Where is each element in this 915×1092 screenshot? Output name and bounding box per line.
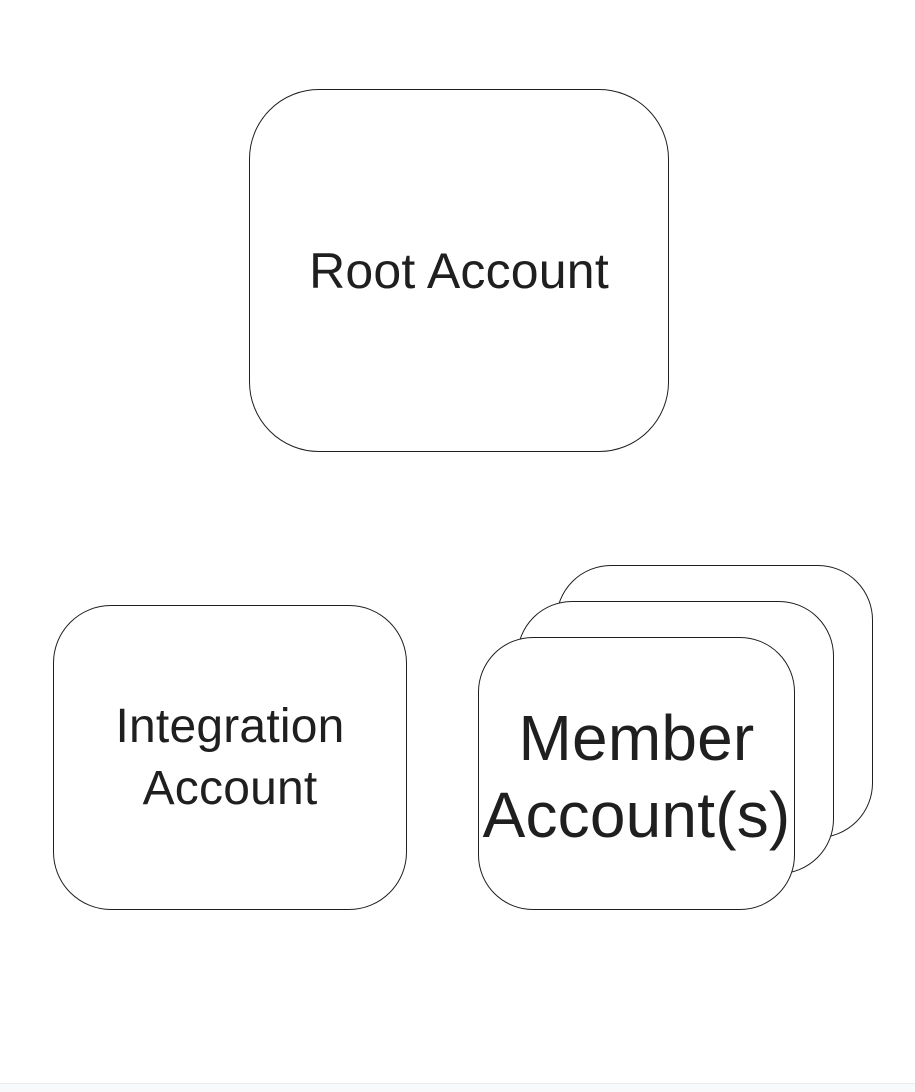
node-integration-account: Integration Account: [53, 605, 407, 910]
member-accounts-label: Member Account(s): [482, 701, 791, 851]
integration-account-label: Integration Account: [115, 699, 345, 815]
node-root-account: Root Account: [249, 89, 669, 452]
bottom-edge-strip: [0, 1083, 915, 1092]
root-account-label: Root Account: [309, 242, 609, 299]
node-member-accounts: Member Account(s): [478, 637, 795, 910]
